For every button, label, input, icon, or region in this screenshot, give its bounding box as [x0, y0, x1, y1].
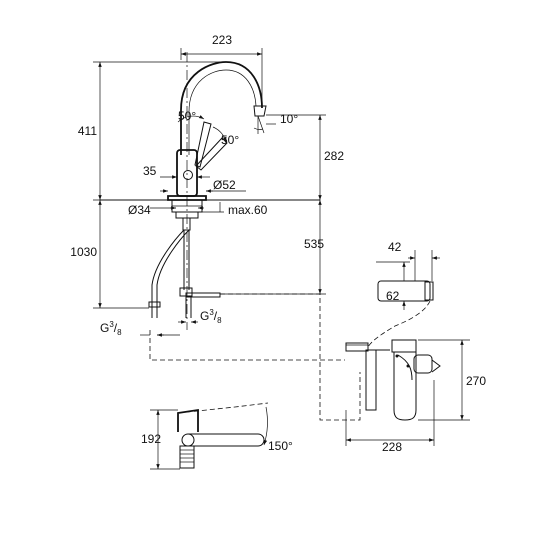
label-62: 62: [386, 289, 400, 303]
label-g38-left: G3/8: [100, 320, 122, 337]
label-angle-50-top: 50°: [178, 109, 196, 123]
label-g38-right: G3/8: [200, 308, 222, 325]
label-223: 223: [212, 33, 232, 47]
label-angle-10: 10°: [280, 112, 298, 126]
dim-filter-height: 270: [418, 339, 486, 421]
label-282: 282: [324, 149, 344, 163]
dim-hole-diameter: Ø34: [128, 203, 204, 217]
label-150deg: 150°: [268, 439, 293, 453]
filter-unit: [345, 339, 441, 421]
connection-right: G3/8: [178, 308, 222, 325]
label-42: 42: [388, 240, 402, 254]
label-angle-50-lever: 50°: [221, 133, 239, 147]
faucet-front-view: [100, 52, 361, 421]
dim-hose-length: 1030: [70, 200, 149, 309]
dim-below-deck: 535: [220, 200, 326, 295]
dim-total-height: 411: [78, 61, 226, 201]
dim-filter-width: 228: [345, 380, 435, 454]
label-d52: Ø52: [213, 178, 236, 192]
label-535: 535: [304, 237, 324, 251]
label-d34: Ø34: [128, 203, 151, 217]
label-192: 192: [141, 432, 161, 446]
label-228: 228: [382, 440, 402, 454]
angle-annotations: 50° 50° 10°: [177, 109, 298, 147]
label-35: 35: [143, 164, 157, 178]
dim-lever-offset: 35: [143, 164, 210, 179]
label-270: 270: [466, 374, 486, 388]
dim-spout-reach: 223: [180, 33, 263, 104]
label-max60: max.60: [228, 203, 268, 217]
dim-deck-thickness: max.60: [202, 199, 268, 217]
label-411: 411: [78, 124, 97, 138]
label-1030: 1030: [70, 245, 97, 259]
faucet-top-view: 150° 192: [141, 402, 293, 470]
connection-left: G3/8: [100, 320, 180, 337]
dim-spout-height: 282: [266, 114, 344, 200]
control-box: 42 62: [367, 240, 440, 348]
dim-base-diameter: Ø52: [160, 178, 246, 193]
